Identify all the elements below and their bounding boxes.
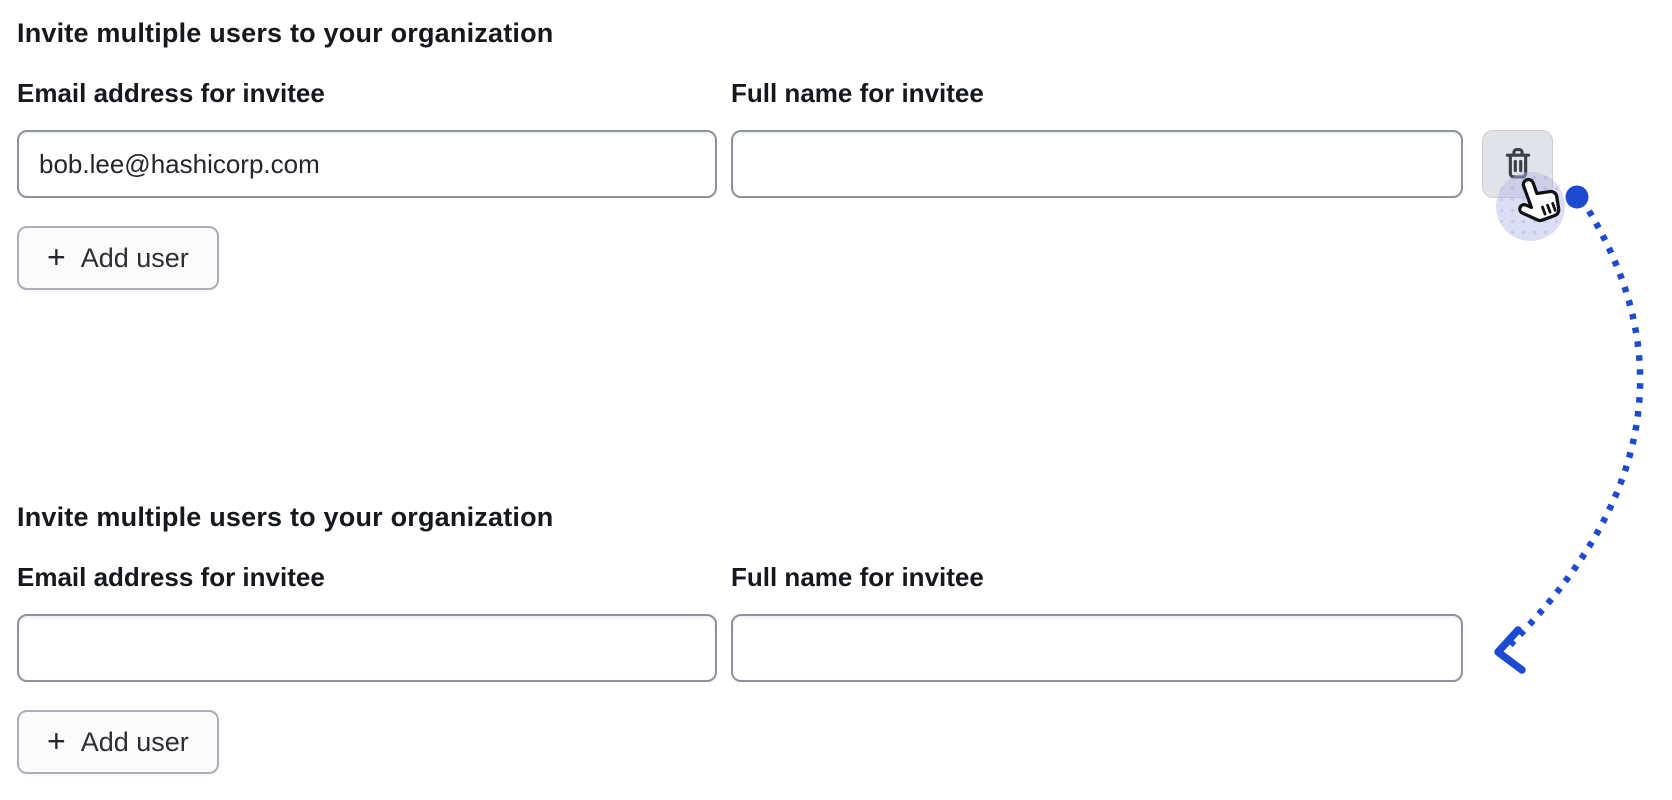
email-input[interactable] <box>17 130 717 198</box>
add-user-button[interactable]: + Add user <box>17 226 219 290</box>
email-field-group: Email address for invitee <box>17 564 717 682</box>
invite-form-after: Invite multiple users to your organizati… <box>17 502 1657 774</box>
email-input[interactable] <box>17 614 717 682</box>
section-heading: Invite multiple users to your organizati… <box>17 502 554 532</box>
delete-invitee-button[interactable] <box>1482 130 1553 198</box>
full-name-field-group: Full name for invitee <box>731 80 1463 198</box>
full-name-field-group: Full name for invitee <box>731 564 1463 682</box>
full-name-label: Full name for invitee <box>731 562 984 592</box>
email-label: Email address for invitee <box>17 78 325 108</box>
add-user-label: Add user <box>80 726 189 757</box>
full-name-input[interactable] <box>731 614 1463 682</box>
trash-icon <box>1500 146 1536 182</box>
email-field-group: Email address for invitee <box>17 80 717 198</box>
add-user-label: Add user <box>80 242 189 273</box>
add-user-button[interactable]: + Add user <box>17 710 219 774</box>
email-label: Email address for invitee <box>17 562 325 592</box>
section-heading: Invite multiple users to your organizati… <box>17 18 554 48</box>
invite-form-before: Invite multiple users to your organizati… <box>17 18 1657 290</box>
full-name-input[interactable] <box>731 130 1463 198</box>
full-name-label: Full name for invitee <box>731 78 984 108</box>
plus-icon: + <box>47 239 66 275</box>
invitee-row: Email address for invitee Full name for … <box>17 564 1657 682</box>
invitee-row: Email address for invitee Full name for … <box>17 80 1657 198</box>
plus-icon: + <box>47 723 66 759</box>
